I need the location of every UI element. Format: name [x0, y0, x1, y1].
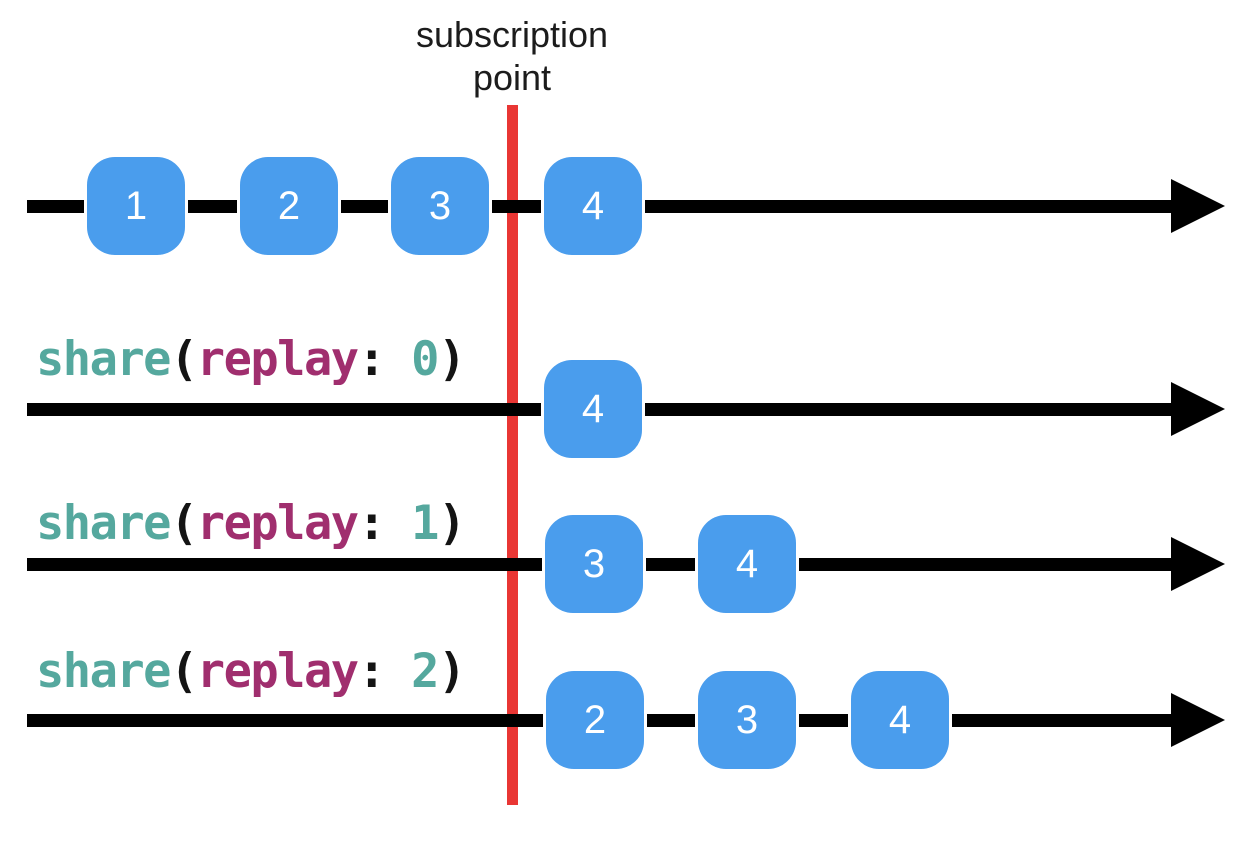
code-paren-open: (: [169, 496, 198, 551]
code-value: 2: [411, 644, 439, 699]
subscription-point-label-line1: subscription: [415, 14, 609, 55]
code-fn: share: [36, 496, 171, 551]
marble-label: 3: [735, 697, 759, 742]
marble-label: 3: [428, 183, 452, 228]
arrow-right-icon: [1171, 693, 1225, 747]
subscription-point-line: [507, 105, 518, 805]
code-colon: :: [357, 332, 412, 387]
marble: 2: [546, 671, 644, 769]
code-label-share-replay-1: share(replay: 1): [36, 496, 466, 551]
marble-label: 2: [583, 697, 607, 742]
marble: 4: [544, 360, 642, 458]
code-colon: :: [357, 496, 412, 551]
subscription-point-label-line2: point: [472, 57, 552, 98]
code-label-share-replay-2: share(replay: 2): [36, 644, 466, 699]
arrow-right-icon: [1171, 537, 1225, 591]
marble-label: 2: [277, 183, 301, 228]
code-colon: :: [357, 644, 412, 699]
code-value: 0: [411, 332, 439, 387]
code-paren-close: ): [437, 644, 466, 699]
code-value: 1: [411, 496, 439, 551]
code-arg: replay: [196, 496, 359, 551]
code-paren-open: (: [169, 644, 198, 699]
marble-label: 1: [124, 183, 148, 228]
marble: 3: [698, 671, 796, 769]
marble-label: 4: [735, 541, 759, 586]
marble: 3: [391, 157, 489, 255]
code-fn: share: [36, 644, 171, 699]
code-label-share-replay-0: share(replay: 0): [36, 332, 466, 387]
marble-label: 4: [581, 386, 605, 431]
marble: 3: [545, 515, 643, 613]
code-paren-open: (: [169, 332, 198, 387]
code-paren-close: ): [437, 496, 466, 551]
code-arg: replay: [196, 644, 359, 699]
arrow-right-icon: [1171, 179, 1225, 233]
subscription-point-label: subscription point: [362, 13, 662, 99]
code-fn: share: [36, 332, 171, 387]
code-arg: replay: [196, 332, 359, 387]
marble: 2: [240, 157, 338, 255]
marble: 1: [87, 157, 185, 255]
code-paren-close: ): [437, 332, 466, 387]
arrow-right-icon: [1171, 382, 1225, 436]
marble: 4: [851, 671, 949, 769]
marble: 4: [698, 515, 796, 613]
marble-label: 4: [888, 697, 912, 742]
marble-label: 4: [581, 183, 605, 228]
marble: 4: [544, 157, 642, 255]
marble-label: 3: [582, 541, 606, 586]
